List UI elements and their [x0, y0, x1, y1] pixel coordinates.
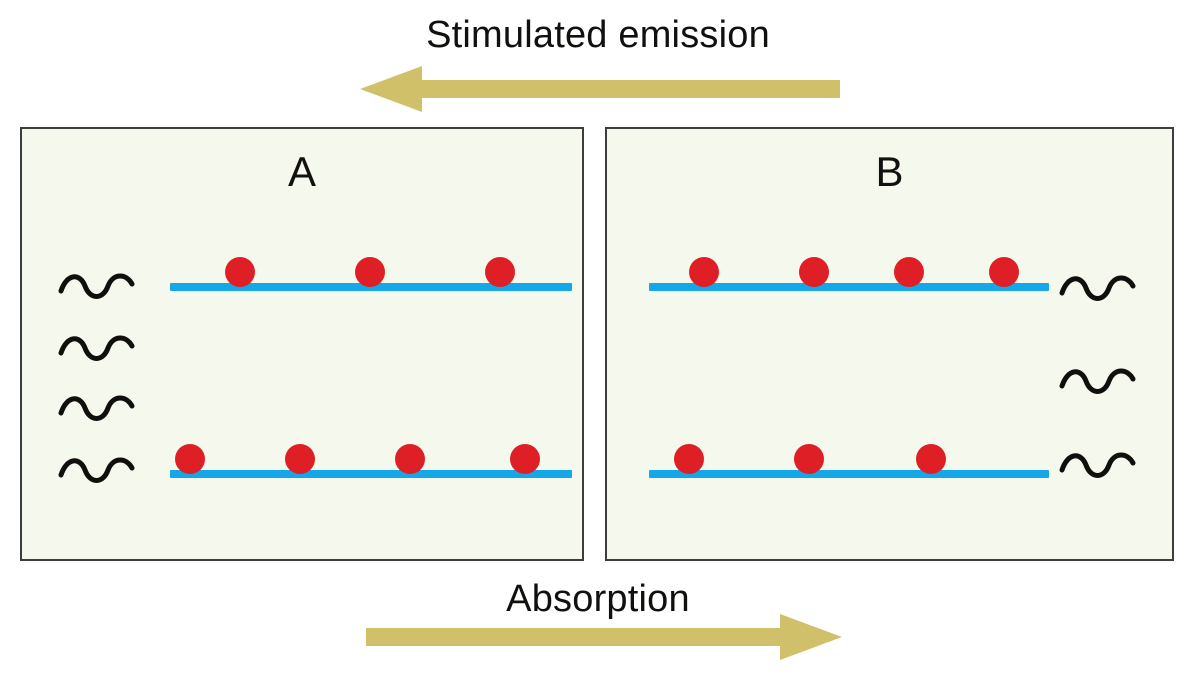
- particle: [916, 444, 946, 474]
- particle: [485, 257, 515, 287]
- energy-level-b-upper: [649, 257, 1049, 291]
- particle: [510, 444, 540, 474]
- photon-wave-icon: [58, 335, 135, 361]
- particle: [689, 257, 719, 287]
- photon-wave-icon: [1059, 275, 1136, 301]
- particle: [395, 444, 425, 474]
- photon-wave-icon: [1059, 368, 1136, 394]
- photon-wave-icon: [58, 273, 135, 299]
- particle: [225, 257, 255, 287]
- particle: [794, 444, 824, 474]
- particle: [989, 257, 1019, 287]
- photon-wave-icon: [1059, 452, 1136, 478]
- energy-level-a-upper: [170, 257, 572, 291]
- stimulated-emission-label: Stimulated emission: [426, 14, 770, 56]
- particle: [355, 257, 385, 287]
- particle: [799, 257, 829, 287]
- chamber-b: B: [605, 127, 1174, 561]
- particle: [674, 444, 704, 474]
- particle: [894, 257, 924, 287]
- energy-level-a-lower: [170, 444, 572, 478]
- particle: [175, 444, 205, 474]
- chamber-a: A: [20, 127, 584, 561]
- absorption-arrow-icon: [366, 614, 842, 660]
- energy-level-b-lower: [649, 444, 1049, 478]
- absorption-label: Absorption: [506, 578, 690, 620]
- stimulated-emission-arrow-icon: [360, 66, 840, 112]
- chamber-b-label: B: [875, 148, 904, 195]
- chamber-a-label: A: [287, 148, 316, 195]
- photon-wave-icon: [58, 395, 135, 421]
- photon-wave-icon: [58, 457, 135, 483]
- particle: [285, 444, 315, 474]
